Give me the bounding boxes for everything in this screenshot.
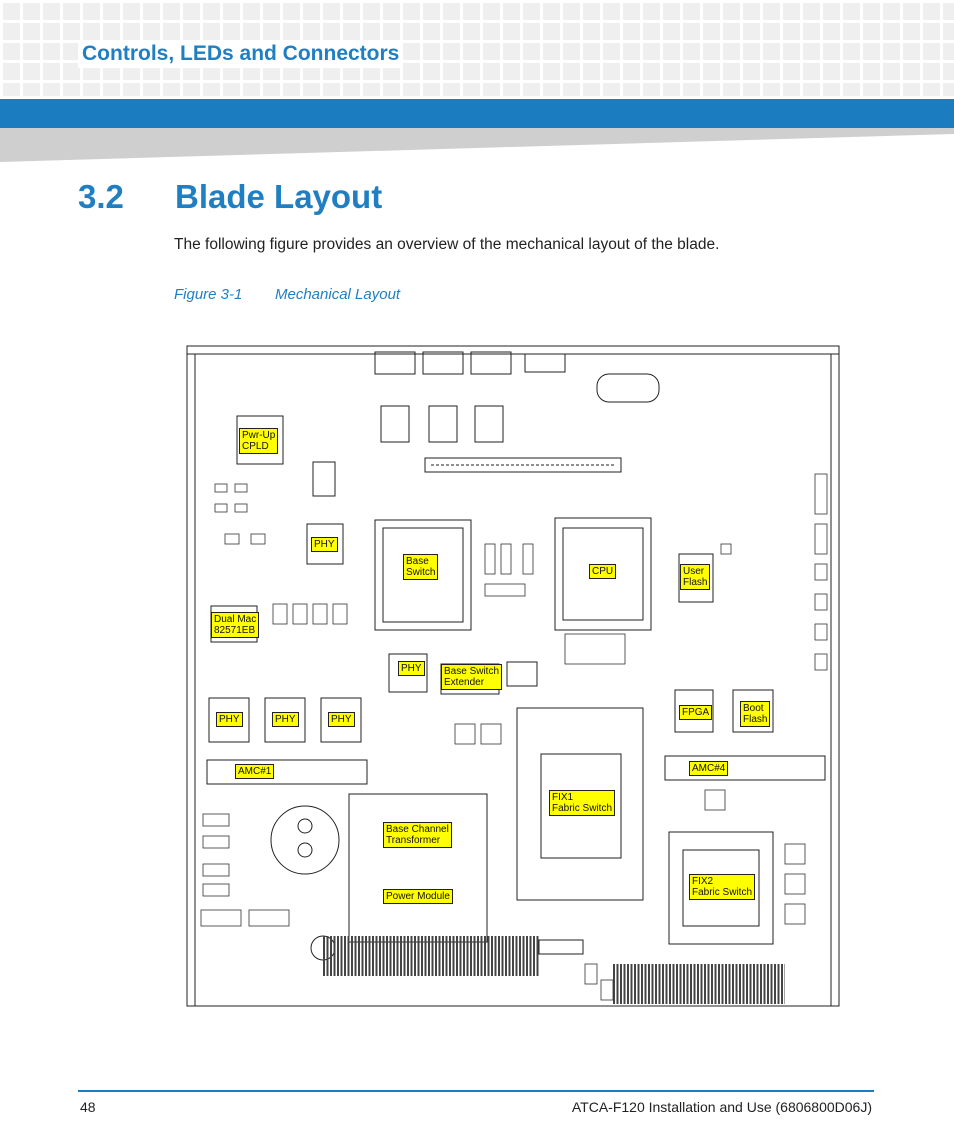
figure-title: Mechanical Layout [275, 286, 401, 303]
header-wedge [0, 128, 954, 162]
label-base-switch: Base Switch [403, 554, 439, 580]
label-fpga: FPGA [679, 705, 713, 720]
label-user-flash: User Flash [680, 564, 711, 590]
label-phy-1: PHY [216, 712, 243, 727]
document-title: ATCA-F120 Installation and Use (6806800D… [571, 1099, 872, 1115]
header-band [0, 99, 954, 128]
label-amc1: AMC#1 [235, 764, 275, 779]
label-pwr-up-cpld: Pwr-Up CPLD [239, 428, 279, 454]
label-fix1: FIX1 Fabric Switch [549, 790, 616, 816]
board-drawing [186, 345, 840, 1007]
label-phy-2: PHY [272, 712, 299, 727]
label-phy-top: PHY [311, 537, 338, 552]
label-cpu: CPU [589, 564, 617, 579]
intro-paragraph: The following figure provides an overvie… [174, 236, 720, 253]
label-base-channel-transformer: Base Channel Transformer [383, 822, 452, 848]
section-heading: 3.2 Blade Layout [78, 178, 382, 216]
label-phy-mid: PHY [398, 661, 425, 676]
blade-layout-figure: Pwr-Up CPLD PHY Base Switch CPU User Fla… [185, 344, 841, 1008]
footer-rule [78, 1090, 874, 1092]
heading-number: 3.2 [78, 178, 124, 215]
page-number: 48 [80, 1099, 96, 1115]
figure-caption: Figure 3-1 Mechanical Layout [174, 286, 400, 303]
section-header: Controls, LEDs and Connectors [78, 40, 404, 68]
label-base-switch-extender: Base Switch Extender [441, 664, 503, 690]
heading-title: Blade Layout [175, 178, 383, 215]
label-phy-3: PHY [328, 712, 355, 727]
label-dual-mac: Dual Mac 82571EB [211, 612, 260, 638]
label-amc4: AMC#4 [689, 761, 729, 776]
figure-id: Figure 3-1 [174, 286, 243, 303]
header-dot-pattern [0, 0, 954, 96]
label-fix2: FIX2 Fabric Switch [689, 874, 756, 900]
label-power-module: Power Module [383, 889, 453, 904]
label-boot-flash: Boot Flash [740, 701, 771, 727]
